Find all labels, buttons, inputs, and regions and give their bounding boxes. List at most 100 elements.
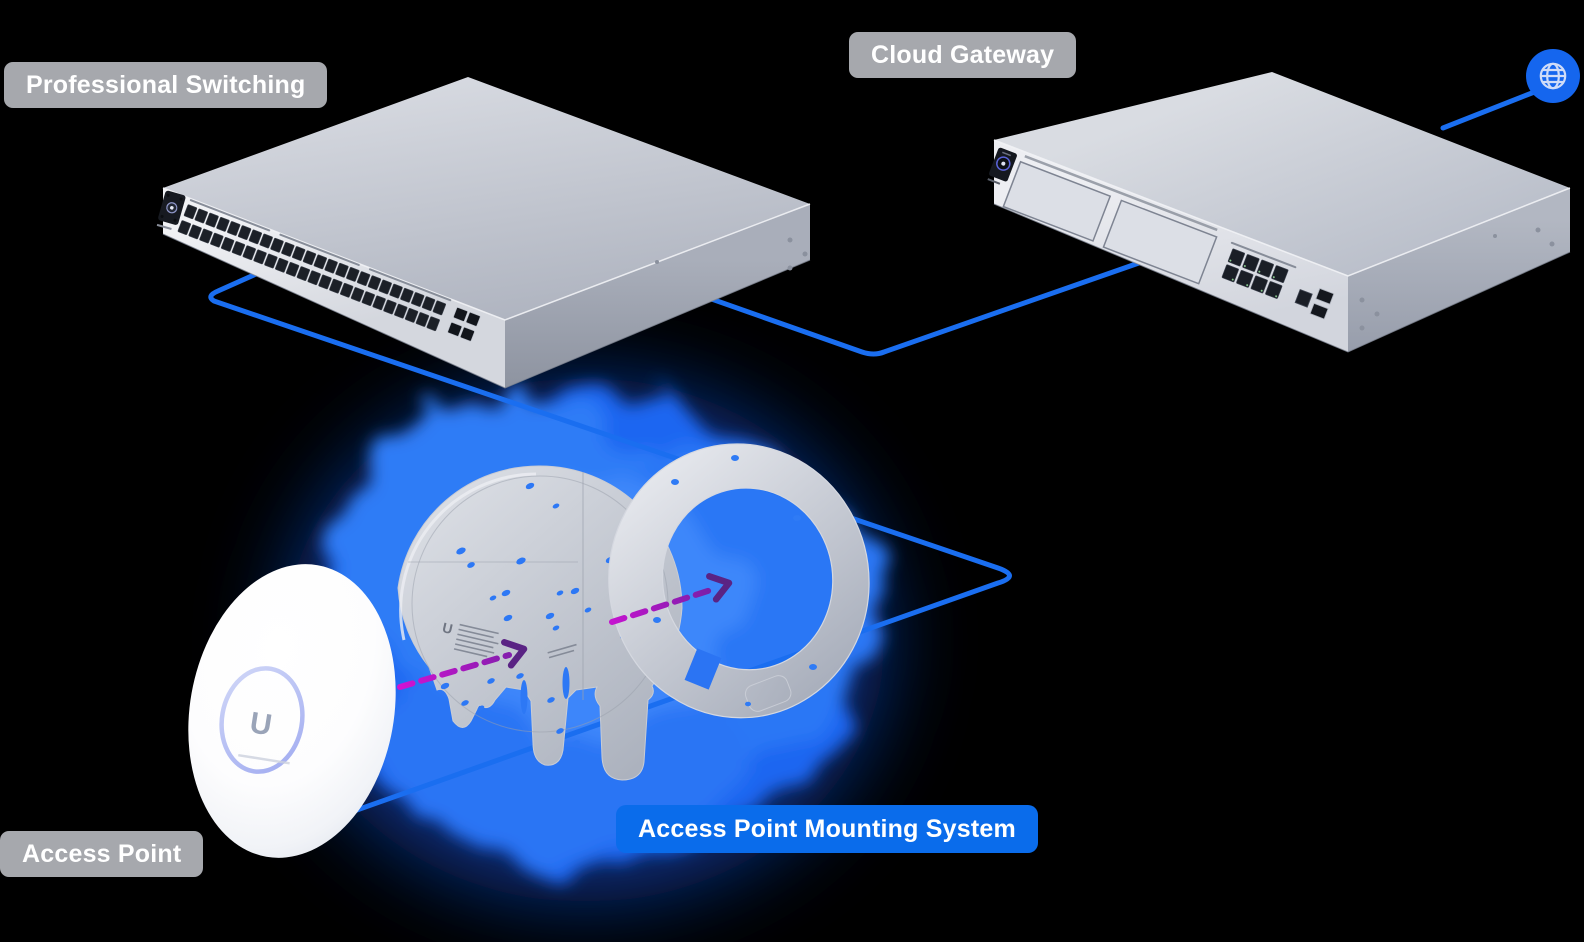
rj45-port — [389, 283, 403, 299]
port-led — [1243, 265, 1246, 268]
label-professional-switching: Professional Switching — [4, 62, 328, 108]
arrow-plate-to-ring — [609, 586, 717, 625]
sfp-port — [465, 312, 481, 327]
ap-led-ring — [219, 666, 305, 774]
switch-display — [156, 190, 186, 230]
plate-holes — [440, 482, 628, 746]
port-led — [1275, 295, 1278, 298]
rj45-port — [415, 312, 430, 327]
rj45-port — [227, 221, 241, 236]
ring-screw-holes — [653, 455, 817, 707]
mount-plate: U — [397, 465, 683, 781]
rj45-port — [1227, 248, 1245, 267]
rj45-port — [248, 229, 263, 245]
rj45-port — [177, 220, 191, 235]
link-switch-to-ap — [208, 267, 1012, 819]
rj45-port — [383, 299, 397, 315]
rj45-port — [307, 270, 321, 286]
vent-slot — [189, 199, 271, 232]
rj45-port — [302, 250, 317, 266]
rj45-port — [372, 295, 386, 311]
rj45-port — [1265, 281, 1283, 299]
rj45-port — [259, 233, 273, 249]
rj45-port — [188, 224, 202, 240]
port-led — [1229, 259, 1232, 262]
rj45-port — [253, 249, 267, 265]
vent-slot — [368, 268, 452, 302]
rj45-port — [285, 262, 300, 277]
vent-slot — [279, 233, 360, 266]
rj45-port — [1242, 254, 1260, 272]
rj45-port — [356, 271, 371, 286]
port-led — [1246, 284, 1249, 287]
rj45-port — [335, 262, 349, 278]
rj45-port — [292, 246, 306, 261]
label-cloud-gateway: Cloud Gateway — [849, 32, 1077, 78]
rj45-port — [329, 278, 343, 294]
switch-port-block — [177, 199, 481, 342]
rj45-port — [220, 237, 235, 252]
rj45-port — [378, 279, 392, 295]
rj45-port — [367, 275, 382, 291]
vent-slot — [1230, 241, 1297, 269]
rj45-port — [411, 292, 425, 307]
rj45-port — [194, 208, 208, 224]
rj45-port — [400, 287, 414, 303]
switch-screws — [655, 237, 808, 271]
rj45-port — [216, 216, 230, 232]
rj45-port — [432, 300, 446, 316]
rj45-port — [210, 232, 224, 248]
ubiquiti-logo: U — [247, 706, 274, 742]
rj45-port — [1236, 270, 1254, 288]
rj45-port — [231, 241, 246, 256]
rj45-port — [205, 212, 219, 228]
rj45-port — [340, 282, 354, 298]
gateway-sfp-wan — [1294, 287, 1335, 320]
plate-logo: U — [441, 619, 454, 637]
rj45-port — [1256, 259, 1274, 278]
arrow-ap-to-plate — [397, 652, 512, 690]
rj45-port — [346, 267, 360, 282]
rj45-port — [1271, 265, 1289, 284]
rj45-port — [296, 266, 311, 281]
rj45-port — [264, 253, 278, 269]
link-gateway-to-internet — [1440, 88, 1540, 131]
port-led — [1260, 289, 1263, 292]
globe-icon — [1526, 49, 1580, 103]
rj45-port — [237, 225, 252, 241]
plate-silkscreen: U — [441, 619, 499, 658]
rj45-port — [350, 287, 365, 302]
rj45-port — [421, 296, 436, 311]
access-point-device: U — [188, 564, 396, 858]
rj45-port — [324, 258, 338, 274]
sfp-port — [460, 326, 475, 342]
rj45-port — [199, 228, 213, 244]
link-switch-to-gateway — [663, 240, 1199, 357]
gateway-display — [987, 147, 1017, 185]
rj45-port — [270, 237, 284, 253]
rj45-port — [242, 245, 256, 261]
rj45-port — [281, 242, 295, 257]
mount-direction-arrows — [397, 573, 733, 690]
port-led — [1272, 276, 1275, 279]
label-access-point: Access Point — [0, 831, 204, 877]
port-led — [1258, 270, 1261, 273]
rj45-port — [404, 308, 419, 323]
label-access-point-mounting-system: Access Point Mounting System — [616, 805, 1038, 853]
arrow-ap-to-plate-head — [501, 639, 528, 669]
arrow-plate-to-ring-head — [706, 573, 733, 603]
rj45-port — [318, 274, 332, 290]
rj45-port — [426, 316, 440, 332]
sfp-port — [453, 307, 468, 322]
rj45-port — [1250, 275, 1268, 294]
rj45-port — [361, 291, 375, 306]
rj45-port — [394, 303, 408, 319]
mount-ring — [608, 443, 870, 719]
cloud-gateway-device — [987, 72, 1571, 353]
rj45-port — [275, 257, 289, 273]
port-led — [1231, 278, 1234, 281]
gateway-screws — [1359, 227, 1555, 331]
rj45-port — [183, 204, 198, 220]
